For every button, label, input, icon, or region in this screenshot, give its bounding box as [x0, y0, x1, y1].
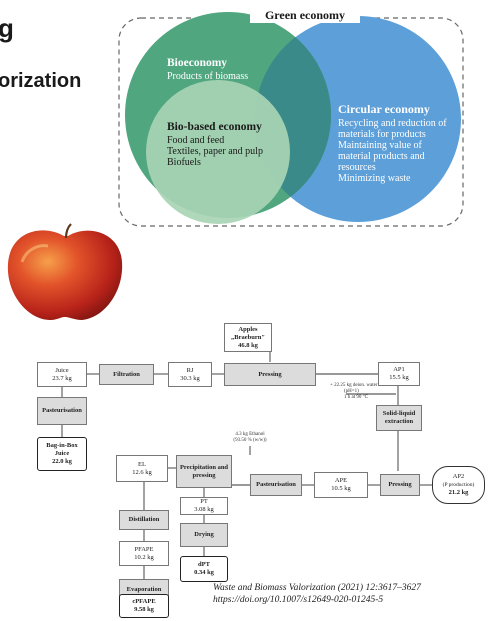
bioeconomy-title: Bioeconomy [167, 57, 228, 69]
bag-in-box-box: Bag-in-Box Juice 22.0 kg [37, 437, 87, 471]
bib-label-2: Juice [54, 450, 70, 457]
drying-label: Drying [194, 531, 214, 538]
pressing-top-box: Pressing [224, 363, 316, 386]
water-note-1: + 22.25 kg deion. water [330, 383, 378, 388]
rj-label: RJ [186, 366, 194, 374]
distillation-box: Distillation [119, 510, 169, 530]
water-note-2: (pH=1) [344, 389, 359, 394]
biobased-economy-label: Bio-based economy Food and feed Textiles… [167, 121, 263, 168]
evaporation-label: Evaporation [126, 585, 162, 593]
circular-line-6: Minimizing waste [338, 173, 411, 184]
solid-liquid-label-2: extraction [384, 418, 414, 425]
precipitation-box: Precipitation and pressing [176, 455, 232, 488]
pt-label: PT [200, 498, 208, 505]
dpt-label: dPT [198, 561, 210, 568]
pasteurisation-left-label: Pasteurisation [42, 407, 82, 414]
citation: Waste and Biomass Valorization (2021) 12… [213, 582, 421, 606]
el-value: 12.6 kg [132, 468, 152, 476]
apple-image [7, 223, 123, 320]
el-box: EL 12.6 kg [116, 455, 168, 482]
circular-line-1: Recycling and reduction of [338, 118, 447, 129]
ape-label: APE [334, 477, 348, 484]
citation-doi: https://doi.org/10.1007/s12649-020-01245… [213, 595, 384, 605]
ap1-value: 15.5 kg [389, 374, 409, 381]
heading-fragment-1: g [0, 13, 14, 43]
ethanol-note: 4.3 kg Ethanol (93.50 % (w/w)) [220, 432, 280, 444]
pressing-right-label: Pressing [388, 481, 412, 488]
heading-fragment-2: orization [0, 70, 82, 92]
circular-economy-title: Circular economy [338, 102, 430, 116]
pfape-box: PFAPE 10.2 kg [119, 541, 169, 566]
filtration-label: Filtration [113, 370, 140, 378]
juice-box: Juice 23.7 kg [37, 362, 87, 387]
pressing-right-box: Pressing [380, 474, 420, 496]
precipitation-label-2: pressing [192, 471, 216, 479]
biobased-economy-title: Bio-based economy [167, 121, 262, 133]
ape-value: 10.5 kg [331, 485, 351, 492]
apples-label: Apples [238, 325, 258, 333]
el-label: EL [138, 460, 146, 468]
cpfape-value: 9.58 kg [134, 606, 154, 613]
green-economy-title: Green economy [250, 8, 360, 23]
apples-variety: „Braeburn" [231, 333, 265, 341]
cpfape-box: cPFAPE 9.58 kg [119, 594, 169, 618]
dpt-box: dPT 0.34 kg [180, 556, 228, 582]
pt-value: 3.08 kg [194, 506, 214, 513]
precipitation-label-1: Precipitation and [179, 463, 229, 471]
venn-overlap [255, 16, 331, 218]
rj-value: 30.3 kg [180, 374, 200, 382]
ap2-label: AP2 [452, 473, 465, 480]
circular-line-3: Maintaining value of [338, 140, 422, 151]
biobased-line-2: Textiles, paper and pulp [167, 146, 263, 157]
pasteurisation-left-box: Pasteurisation [37, 397, 87, 425]
solid-liquid-label-1: Solid-liquid [382, 410, 416, 417]
venn-diagram [118, 12, 464, 227]
filtration-box: Filtration [99, 364, 154, 385]
ethanol-note-2: (93.50 % (w/w)) [233, 438, 267, 443]
cpfape-label: cPFAPE [132, 598, 156, 605]
distillation-label: Distillation [128, 516, 160, 523]
juice-value: 23.7 kg [52, 374, 72, 382]
biobased-line-1: Food and feed [167, 135, 225, 146]
ethanol-note-1: 4.3 kg Ethanol [235, 432, 265, 437]
solid-liquid-box: Solid-liquid extraction [376, 405, 422, 431]
pasteurisation-mid-box: Pasteurisation [250, 474, 302, 496]
water-note: + 22.25 kg deion. water (pH=1) 1 h at 90… [330, 383, 400, 401]
bib-value: 22.0 kg [52, 458, 72, 465]
rj-box: RJ 30.3 kg [168, 362, 212, 387]
bib-label: Bag-in-Box [46, 442, 78, 449]
pasteurisation-mid-label: Pasteurisation [256, 481, 296, 488]
pfape-value: 10.2 kg [134, 553, 154, 561]
biobased-line-3: Biofuels [167, 157, 201, 168]
water-note-3: 1 h at 90 °C [344, 395, 368, 400]
ap1-label: AP1 [393, 366, 405, 373]
biobased-economy-circle [146, 80, 290, 224]
circular-economy-label: Circular economy Recycling and reduction… [338, 102, 447, 184]
bioeconomy-line: Products of biomass [167, 71, 249, 82]
ap2-box: AP2 (P production) 21.2 kg [432, 466, 485, 504]
pt-box: PT 3.08 kg [180, 497, 228, 515]
circular-line-2: materials for products [338, 129, 426, 140]
green-economy-frame [118, 17, 464, 227]
ap2-sub: (P production) [442, 482, 475, 488]
ap2-value: 21.2 kg [448, 489, 469, 496]
circular-line-4: material products and [338, 151, 425, 162]
dpt-value: 0.34 kg [194, 569, 214, 576]
bioeconomy-label: Bioeconomy Products of biomass [167, 57, 249, 82]
juice-label: Juice [55, 366, 69, 374]
citation-journal: Waste and Biomass Valorization (2021) 12… [213, 583, 421, 593]
apples-box: Apples „Braeburn" 46.8 kg [224, 323, 272, 352]
pfape-label: PFAPE [134, 545, 154, 553]
apples-value: 46.8 kg [238, 341, 258, 349]
ape-box: APE 10.5 kg [314, 472, 368, 498]
drying-box: Drying [180, 523, 228, 547]
ap1-box: AP1 15.5 kg [378, 362, 420, 386]
circular-line-5: resources [338, 162, 376, 173]
pressing-top-label: Pressing [258, 370, 282, 378]
